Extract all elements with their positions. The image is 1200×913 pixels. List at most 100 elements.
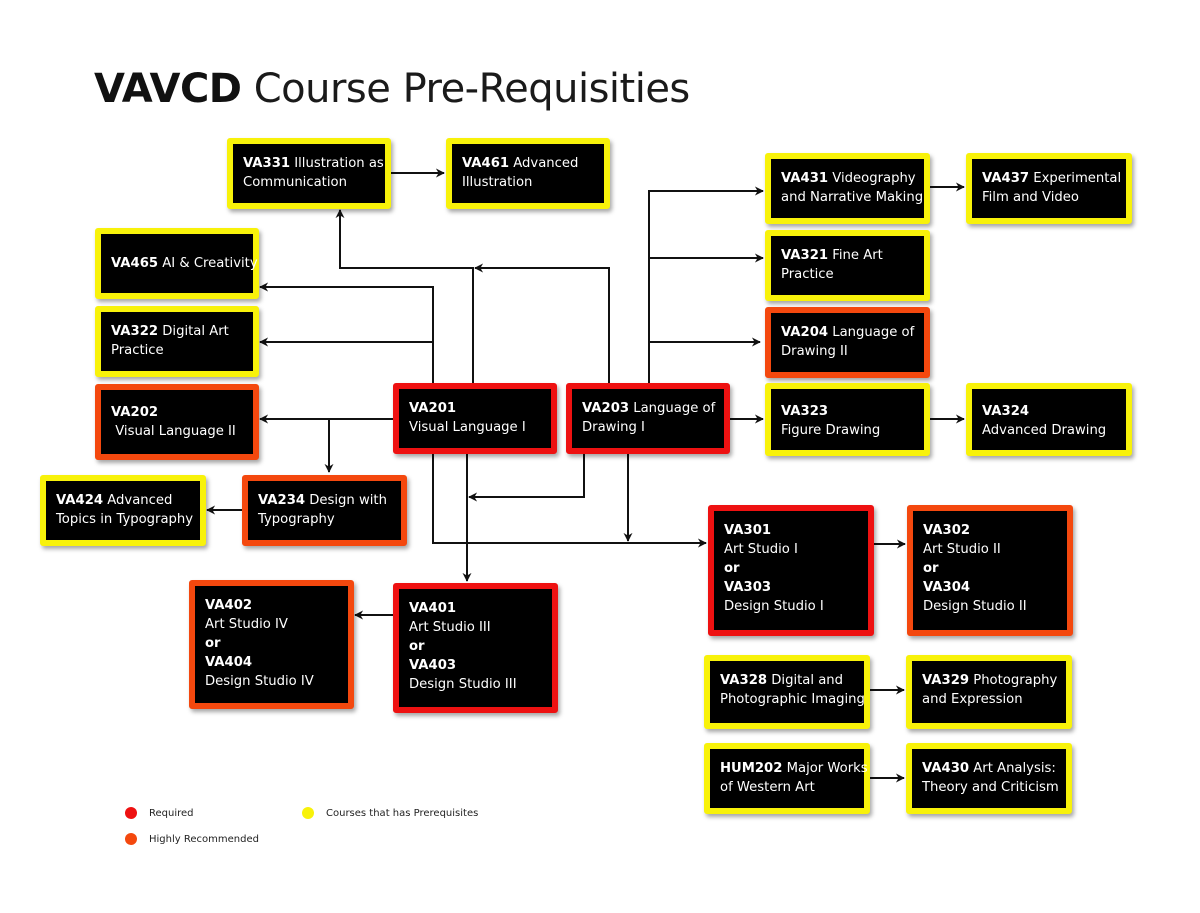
course-name-line2: Photographic Imaging bbox=[720, 692, 865, 707]
course-name: Figure Drawing bbox=[781, 423, 881, 438]
course-name: Visual Language I bbox=[409, 420, 526, 435]
course-name: Major Works bbox=[786, 761, 868, 776]
legend-required: Required bbox=[125, 807, 194, 819]
edge-va201-va301 bbox=[432, 453, 707, 548]
legend-highly-recommended: Highly Recommended bbox=[125, 833, 259, 845]
course-name-line2: Practice bbox=[781, 267, 834, 282]
course-name: Fine Art bbox=[832, 248, 883, 263]
course-name-line2: Practice bbox=[111, 343, 164, 358]
course-name: Art Studio II bbox=[923, 542, 1001, 557]
course-va461: VA461 Advanced Illustration bbox=[446, 138, 610, 209]
course-name: Photography bbox=[973, 673, 1058, 688]
course-name: Language of bbox=[832, 325, 915, 340]
course-code: VA321 bbox=[781, 248, 829, 263]
course-name-line2: and Narrative Making bbox=[781, 190, 924, 205]
course-name-line2: of Western Art bbox=[720, 780, 815, 795]
course-name: Videography bbox=[832, 171, 916, 186]
course-name-line2: Topics in Typography bbox=[56, 512, 194, 527]
course-code: HUM202 bbox=[720, 761, 783, 776]
course-code: VA437 bbox=[982, 171, 1030, 186]
course-code: VA302 bbox=[923, 523, 971, 538]
course-code: VA329 bbox=[922, 673, 970, 688]
course-name-line2: Theory and Criticism bbox=[922, 780, 1059, 795]
course-va323: VA323 Figure Drawing bbox=[765, 383, 930, 456]
legend-has-prerequisites: Courses that has Prerequisites bbox=[302, 807, 478, 819]
edge-to-va331 bbox=[335, 209, 474, 383]
course-name: Design with bbox=[309, 493, 387, 508]
course-va329: VA329 Photography and Expression bbox=[906, 655, 1072, 729]
or-label: or bbox=[724, 561, 740, 576]
course-name: AI & Creativity bbox=[162, 256, 258, 271]
course-name-line2: Communication bbox=[243, 175, 347, 190]
course-va465: VA465 AI & Creativity bbox=[95, 228, 259, 299]
course-code-alt: VA404 bbox=[205, 655, 253, 670]
course-name: Experimental bbox=[1029, 171, 1122, 186]
course-va431: VA431 Videography and Narrative Making bbox=[765, 153, 930, 224]
course-va321: VA321 Fine Art Practice bbox=[765, 230, 930, 301]
course-name: Art Studio I bbox=[724, 542, 798, 557]
red-dot-icon bbox=[125, 807, 137, 819]
course-code: VA202 bbox=[111, 405, 159, 420]
course-va201: VA201 Visual Language I bbox=[393, 383, 557, 454]
course-name: Advanced bbox=[513, 156, 579, 171]
course-va324: VA324 Advanced Drawing bbox=[966, 383, 1132, 456]
course-va430: VA430 Art Analysis: Theory and Criticism bbox=[906, 743, 1072, 814]
course-code: VA401 bbox=[409, 601, 457, 616]
yellow-dot-icon bbox=[302, 807, 314, 819]
course-va437: VA437 Experimental Film and Video bbox=[966, 153, 1132, 224]
course-code: VA324 bbox=[982, 404, 1030, 419]
course-name-line2: Film and Video bbox=[982, 190, 1079, 205]
course-va328: VA328 Digital and Photographic Imaging bbox=[704, 655, 870, 729]
course-name: Digital Art bbox=[162, 324, 229, 339]
course-code: VA301 bbox=[724, 523, 772, 538]
course-va401: VA401 Art Studio III or VA403 Design Stu… bbox=[393, 583, 558, 713]
edge-va203-va331 bbox=[474, 263, 610, 383]
course-name: Art Studio III bbox=[409, 620, 491, 635]
course-va322: VA322 Digital Art Practice bbox=[95, 306, 259, 377]
course-va331: VA331 Illustration as Communication bbox=[227, 138, 391, 209]
course-code-alt: VA303 bbox=[724, 580, 772, 595]
edge-va203-va401 bbox=[468, 453, 585, 502]
course-code: VA204 bbox=[781, 325, 829, 340]
course-name-alt: Design Studio II bbox=[923, 599, 1027, 614]
course-name-alt: Design Studio III bbox=[409, 677, 517, 692]
course-name: Advanced Drawing bbox=[982, 423, 1107, 438]
course-code: VA331 bbox=[243, 156, 291, 171]
edge-va203-va431 bbox=[648, 186, 764, 383]
course-code: VA461 bbox=[462, 156, 510, 171]
or-label: or bbox=[923, 561, 939, 576]
course-name-line2: Illustration bbox=[462, 175, 533, 190]
page-title: VAVCD Course Pre-Requisities bbox=[94, 66, 690, 112]
course-code: VA431 bbox=[781, 171, 829, 186]
title-bold: VAVCD bbox=[94, 66, 242, 112]
course-va234: VA234 Design with Typography bbox=[242, 475, 407, 546]
course-code: VA430 bbox=[922, 761, 970, 776]
course-name-line2: Drawing II bbox=[781, 344, 848, 359]
course-code-alt: VA403 bbox=[409, 658, 457, 673]
course-va402: VA402 Art Studio IV or VA404 Design Stud… bbox=[189, 580, 354, 709]
course-name: Digital and bbox=[771, 673, 844, 688]
course-name: Visual Language II bbox=[111, 424, 236, 439]
course-code: VA328 bbox=[720, 673, 768, 688]
orange-dot-icon bbox=[125, 833, 137, 845]
course-va204: VA204 Language of Drawing II bbox=[765, 307, 930, 378]
legend-label: Highly Recommended bbox=[149, 833, 259, 845]
course-code: VA201 bbox=[409, 401, 457, 416]
course-va301: VA301 Art Studio I or VA303 Design Studi… bbox=[708, 505, 874, 636]
course-code: VA465 bbox=[111, 256, 159, 271]
course-code: VA203 bbox=[582, 401, 630, 416]
course-name: Advanced bbox=[107, 493, 173, 508]
course-code: VA234 bbox=[258, 493, 306, 508]
course-code: VA402 bbox=[205, 598, 253, 613]
course-name-line2: Drawing I bbox=[582, 420, 645, 435]
course-va302: VA302 Art Studio II or VA304 Design Stud… bbox=[907, 505, 1073, 636]
title-rest: Course Pre-Requisities bbox=[241, 66, 691, 112]
course-name: Art Studio IV bbox=[205, 617, 288, 632]
course-name: Illustration as bbox=[294, 156, 384, 171]
course-code: VA424 bbox=[56, 493, 104, 508]
course-va203: VA203 Language of Drawing I bbox=[566, 383, 730, 454]
course-name-line2: and Expression bbox=[922, 692, 1023, 707]
course-code: VA323 bbox=[781, 404, 829, 419]
or-label: or bbox=[409, 639, 425, 654]
